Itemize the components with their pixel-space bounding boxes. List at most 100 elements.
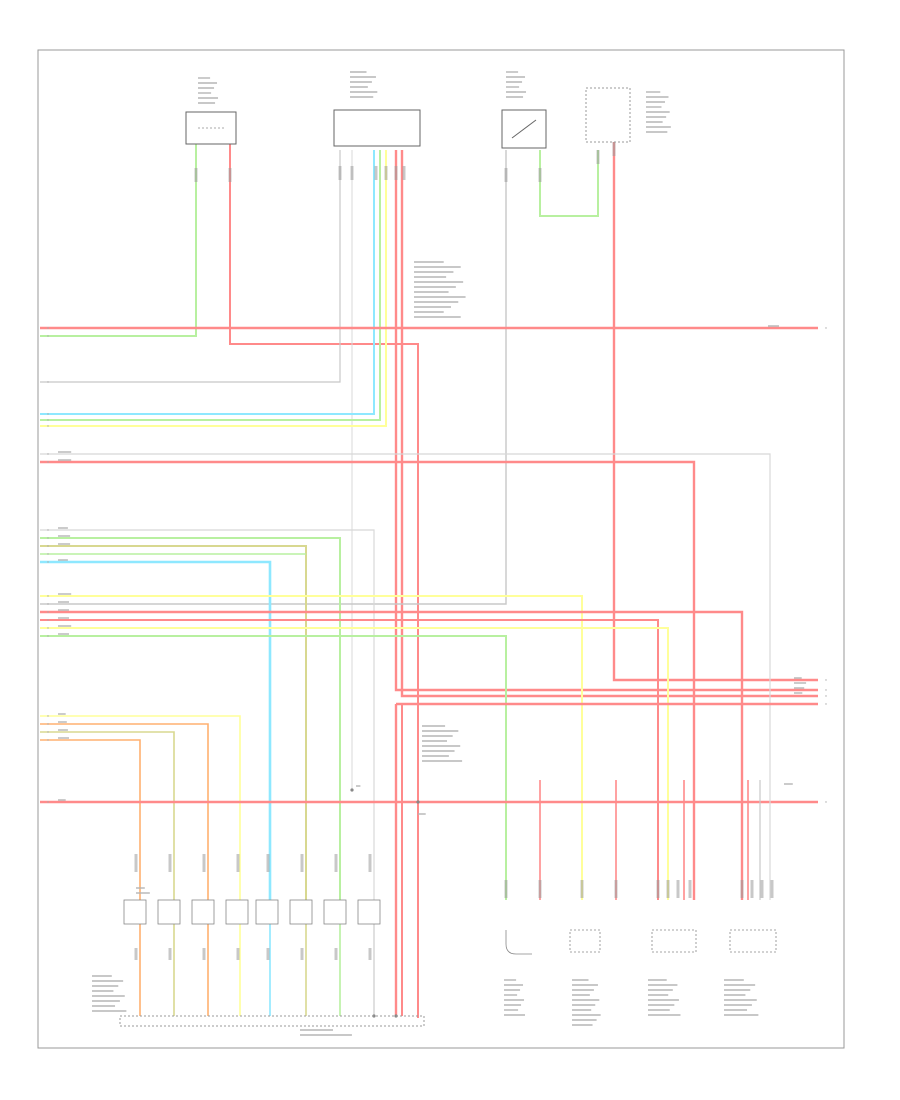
fuel-injector-4 <box>225 899 249 925</box>
wire-tag <box>770 880 774 898</box>
edge-mark <box>47 619 49 621</box>
wire-tag <box>194 168 198 182</box>
component-layer <box>119 87 777 1027</box>
sensor-c-body <box>651 929 697 953</box>
wire-gray-b <box>40 150 507 605</box>
wire-olive-inj <box>40 731 175 900</box>
wire-red-a <box>229 144 419 1018</box>
top-center-module-box <box>333 109 421 147</box>
wire-tag <box>688 880 692 898</box>
wire-lt-grn <box>40 144 197 337</box>
edge-mark <box>47 461 49 463</box>
engine-control-module-box <box>119 1015 425 1027</box>
splice-dot <box>350 788 354 792</box>
edge-mark <box>47 335 49 337</box>
wire-cyan-main <box>40 560 272 900</box>
wire-tag <box>504 168 508 182</box>
wire-tag <box>168 854 172 872</box>
wire-tag <box>394 166 398 180</box>
diagram-frame <box>37 49 845 1049</box>
wire-tag <box>666 880 670 898</box>
edge-mark <box>47 327 49 329</box>
wire-tag <box>614 880 618 898</box>
wire-lgray-b <box>40 529 375 900</box>
edge-mark <box>47 529 49 531</box>
edge-mark <box>47 413 49 415</box>
splice-dot <box>416 800 420 804</box>
wire-tag <box>134 948 138 960</box>
wire-tag <box>202 854 206 872</box>
edge-mark-right <box>825 801 827 803</box>
edge-mark <box>47 381 49 383</box>
wire-red-e <box>40 610 744 900</box>
wire-red-f <box>40 619 659 900</box>
wire-tag <box>300 854 304 872</box>
fuel-injector-5 <box>255 899 279 925</box>
wire-tag <box>740 880 744 898</box>
wire-tag <box>236 854 240 872</box>
top-right-switch-box <box>501 109 547 149</box>
wire-tag <box>266 854 270 872</box>
wire-tag <box>300 948 304 960</box>
wire-tag <box>334 854 338 872</box>
fuel-injector-2 <box>157 899 181 925</box>
edge-mark <box>47 731 49 733</box>
edge-mark <box>47 603 49 605</box>
wire-orange-inj <box>40 723 209 900</box>
edge-mark <box>47 537 49 539</box>
wire-cyan-top <box>40 150 375 415</box>
wire-yellow-b <box>40 595 583 900</box>
wire-green-d <box>40 635 507 900</box>
wire-tag <box>538 168 542 182</box>
wire-tag <box>504 880 508 898</box>
wire-tag <box>580 880 584 898</box>
fuel-injector-7 <box>323 899 347 925</box>
edge-mark <box>47 611 49 613</box>
top-far-right-connector-box <box>585 87 631 143</box>
edge-mark <box>47 453 49 455</box>
wire-tag <box>374 166 378 180</box>
bus-red-mid <box>40 460 696 900</box>
switch-arm <box>511 119 537 139</box>
sensor-a-body <box>505 930 532 955</box>
wire-tag <box>384 166 388 180</box>
top-left-sensor-box <box>185 111 237 145</box>
edge-mark <box>47 635 49 637</box>
wire-tag <box>402 166 406 180</box>
fuel-injector-8 <box>357 899 381 925</box>
sensor-b-body <box>569 929 601 953</box>
fuel-injector-1 <box>123 899 147 925</box>
wire-tag <box>368 854 372 872</box>
edge-mark-right <box>825 695 827 697</box>
wire-red-d <box>612 142 818 682</box>
edge-mark <box>47 801 49 803</box>
wire-tag <box>134 854 138 872</box>
wire-yellow-c <box>40 627 669 900</box>
fuel-injector-6 <box>289 899 313 925</box>
wire-tag <box>656 880 660 898</box>
edge-mark-right <box>825 689 827 691</box>
fuel-injector-3 <box>191 899 215 925</box>
edge-mark-right <box>825 679 827 681</box>
edge-mark-right <box>825 327 827 329</box>
wire-tag <box>168 948 172 960</box>
edge-mark <box>47 419 49 421</box>
wire-yellow-inj <box>40 715 241 900</box>
wire-tag <box>596 150 600 164</box>
wire-olive-a <box>40 545 307 900</box>
wire-tag <box>338 166 342 180</box>
wire-tag <box>676 880 680 898</box>
wire-tag <box>266 948 270 960</box>
edge-mark <box>47 553 49 555</box>
wire-tag <box>350 166 354 180</box>
wire-tag <box>228 168 232 182</box>
wire-green-b <box>40 537 341 900</box>
wire-red-b <box>394 150 818 692</box>
wire-red-c <box>400 150 818 698</box>
edge-mark <box>47 627 49 629</box>
wire-tag <box>538 880 542 898</box>
wire-tag <box>612 142 616 156</box>
label-layer <box>47 71 827 1036</box>
edge-mark <box>47 739 49 741</box>
